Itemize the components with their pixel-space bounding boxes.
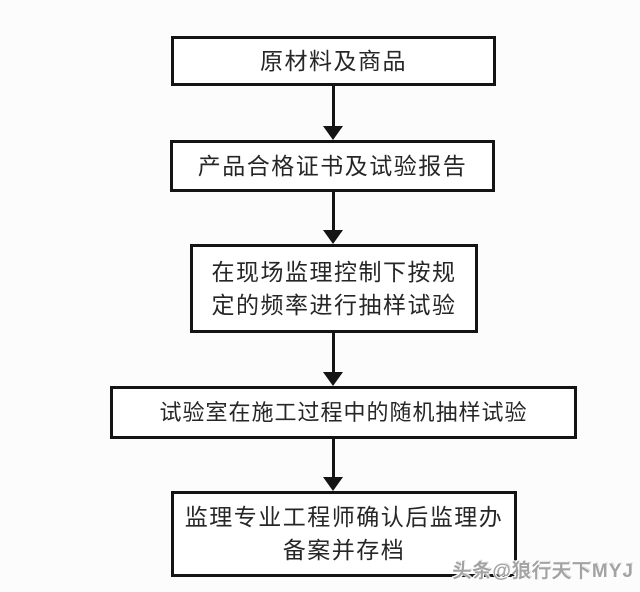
node-text-line: 在现场监理控制下按规 [211, 259, 457, 285]
node-text-line: 备案并存档 [282, 538, 406, 563]
arrow-shaft [331, 439, 335, 477]
node-text-line: 监理专业工程师确认后监理办 [184, 505, 504, 530]
arrow-shaft [331, 333, 335, 372]
flowchart-node-engineer-confirm-archive: 监理专业工程师确认后监理办 备案并存档 [171, 491, 517, 577]
flowchart-node-certificates-reports: 产品合格证书及试验报告 [170, 140, 495, 192]
arrow-shaft [331, 192, 335, 230]
arrow-down-icon [322, 333, 344, 386]
node-text-line: 定的频率进行抽样试验 [211, 292, 457, 318]
arrowhead-icon [323, 372, 343, 386]
node-text-line: 试验室在施工过程中的随机抽样试验 [159, 400, 528, 425]
arrow-down-icon [322, 192, 344, 244]
arrow-down-icon [322, 86, 344, 140]
toutiao-watermark: 头条@狼行天下MYJ [452, 561, 634, 582]
flowchart-node-onsite-sampling: 在现场监理控制下按规 定的频率进行抽样试验 [190, 244, 478, 333]
arrow-shaft [331, 86, 335, 126]
node-text-line: 产品合格证书及试验报告 [197, 153, 468, 179]
arrowhead-icon [323, 477, 343, 491]
arrowhead-icon [323, 230, 343, 244]
arrowhead-icon [323, 126, 343, 140]
arrow-down-icon [322, 439, 344, 491]
node-text-line: 原材料及商品 [260, 48, 407, 74]
flowchart-node-lab-random-sampling: 试验室在施工过程中的随机抽样试验 [110, 386, 577, 439]
flowchart-node-raw-materials: 原材料及商品 [171, 36, 496, 86]
